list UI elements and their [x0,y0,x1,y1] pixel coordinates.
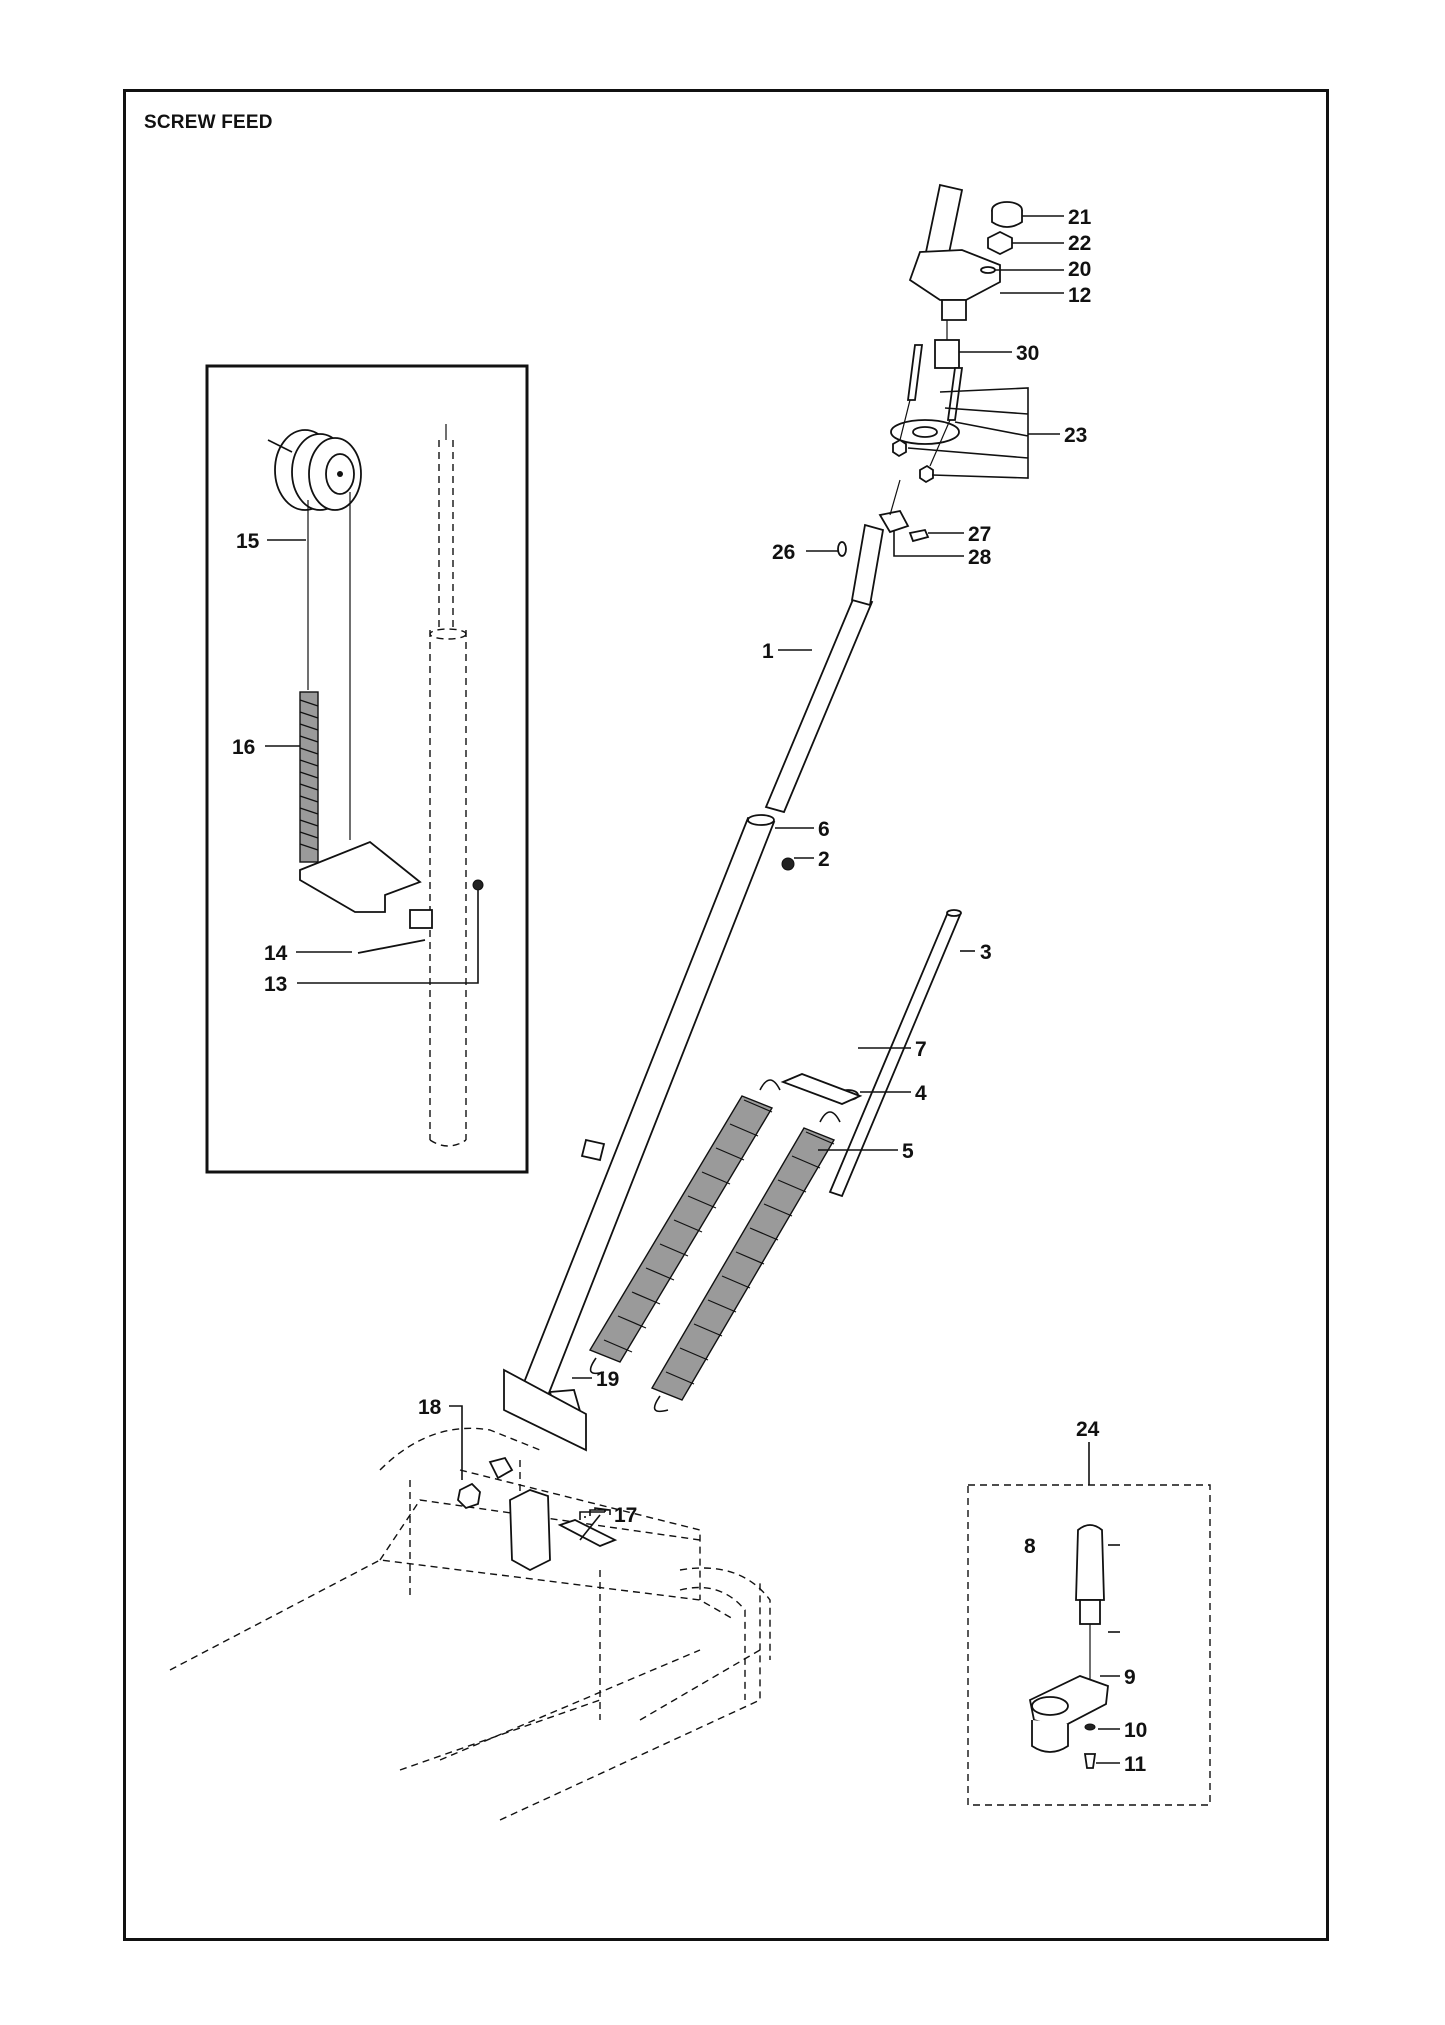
page-title: SCREW FEED [144,112,273,133]
callout-17: 17 [614,1504,637,1527]
callout-28: 28 [968,546,992,569]
callout-22: 22 [1068,232,1091,255]
callout-2: 2 [818,848,830,871]
callout-13: 13 [264,973,287,996]
callout-7: 7 [915,1038,927,1061]
callout-14: 14 [264,942,288,965]
callout-3: 3 [980,941,992,964]
callout-12: 12 [1068,284,1091,307]
leader-lines [449,215,1120,1764]
callout-9: 9 [1124,1666,1136,1689]
callout-19: 19 [596,1368,619,1391]
handle-kit-inset [967,1442,1211,1806]
callout-21: 21 [1068,206,1092,229]
callout-5: 5 [902,1140,914,1163]
callout-16: 16 [232,736,255,759]
callout-18: 18 [418,1396,442,1419]
main-assembly [503,183,1023,1452]
callout-26: 26 [772,541,795,564]
callout-24: 23 [1064,424,1087,447]
callout-10: 10 [1124,1719,1147,1742]
callout-labels: 21 22 20 12 30 23 27 26 28 1 6 2 3 7 4 5… [232,206,1147,1776]
machine-base [169,1427,771,1821]
callout-20: 20 [1068,258,1091,281]
callout-6: 6 [818,818,830,841]
callout-27: 27 [968,523,991,546]
callout-4: 4 [915,1082,927,1105]
callout-15: 15 [236,530,260,553]
inset-detail [205,364,529,1174]
diagram-frame [123,89,1329,1941]
callout-11: 11 [1124,1753,1147,1776]
callout-1: 1 [762,640,774,663]
callout-8: 8 [1024,1535,1036,1558]
callout-30: 30 [1016,342,1039,365]
callout-23: 24 [1076,1418,1100,1441]
